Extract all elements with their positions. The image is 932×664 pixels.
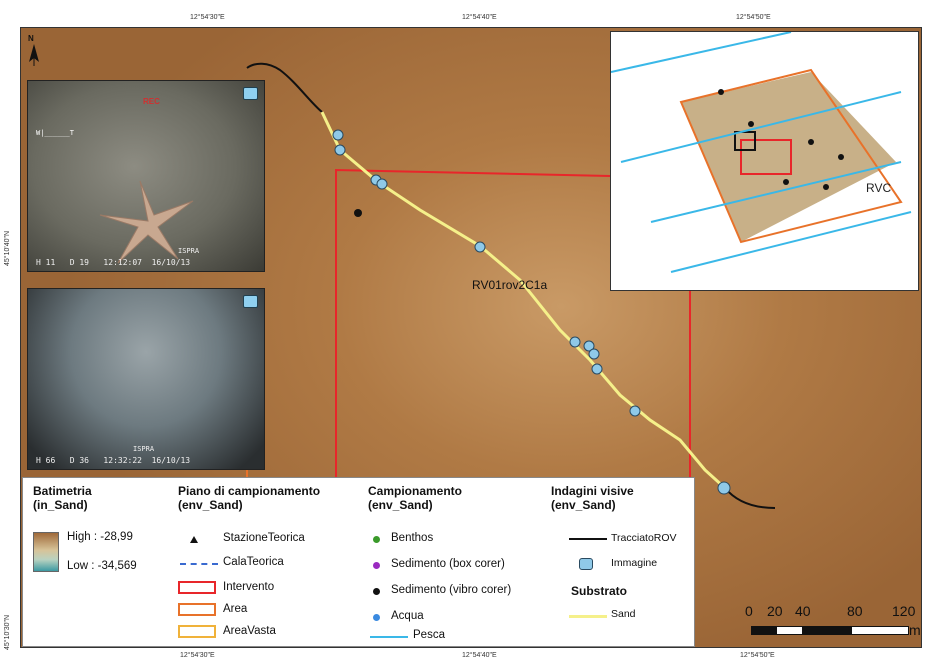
scale-unit: m: [909, 622, 921, 638]
areavasta-swatch: [178, 625, 216, 638]
inset-overview-map[interactable]: [610, 31, 919, 291]
scale-bar: 0 20 40 80 120 m: [745, 603, 921, 643]
scale-label: 40: [795, 603, 811, 619]
legend-piano-item: CalaTeorica: [223, 556, 284, 568]
photo-credit: ISPRA: [133, 445, 155, 453]
acqua-icon: [373, 614, 380, 621]
photo-scalebar: W|______T: [36, 129, 74, 137]
legend-batimetria-title: Batimetria (in_Sand): [33, 484, 92, 512]
scale-label: 120: [892, 603, 916, 619]
legend-indagini-item: Immagine: [611, 557, 658, 569]
north-label: N: [28, 34, 34, 43]
sand-line-icon: [569, 615, 607, 618]
photo-credit: ISPRA: [178, 247, 200, 255]
inset-stations: [718, 89, 844, 190]
sediment-vibro-icon: [373, 588, 380, 595]
legend-camp-item: Benthos: [391, 532, 434, 544]
inset-bathymetry: [681, 72, 896, 242]
legend-camp-title: Campionamento (env_Sand): [368, 484, 463, 512]
inset-pesca-lines: [611, 32, 912, 273]
image-marker[interactable]: [591, 363, 603, 375]
legend-piano-item: AreaVasta: [223, 625, 276, 637]
image-marker[interactable]: [376, 178, 388, 190]
area-swatch: [178, 603, 216, 616]
sediment-vibro-point[interactable]: [354, 209, 362, 217]
photo-stamp: H 11 D 19 12:12:07 16/10/13: [36, 258, 191, 267]
graticule-bottom-2: 12°54'40"E: [462, 652, 497, 659]
image-marker[interactable]: [474, 241, 486, 253]
image-marker[interactable]: [629, 405, 641, 417]
pesca-icon: [370, 636, 408, 638]
legend-indagini-title: Indagini visive (env_Sand): [551, 484, 634, 512]
legend: Batimetria (in_Sand) High : -28,99 Low :…: [22, 477, 695, 647]
underwater-photo-starfish[interactable]: REC W|______T ISPRA H 11 D 19 12:12:07 1…: [27, 80, 265, 272]
starfish-icon: [99, 180, 194, 264]
image-markers: [332, 129, 731, 495]
legend-piano-title: Piano di campionamento (env_Sand): [178, 484, 321, 512]
graticule-bottom-3: 12°54'50"E: [740, 652, 775, 659]
legend-low: Low : -34,569: [67, 560, 137, 572]
north-arrow-icon: [29, 44, 39, 66]
inset-intervento: [740, 139, 792, 175]
photo-stamp: H 66 D 36 12:32:22 16/10/13: [36, 456, 191, 465]
legend-substrato-title: Substrato: [571, 584, 628, 598]
legend-camp-item: Pesca: [413, 629, 445, 641]
image-marker[interactable]: [588, 348, 600, 360]
graticule-bottom-1: 12°54'30"E: [180, 652, 215, 659]
graticule-top-3: 12°54'50"E: [736, 14, 771, 21]
tracciato-rov-icon: [569, 538, 607, 540]
benthos-icon: [373, 536, 380, 543]
graticule-top-1: 12°54'30"E: [190, 14, 225, 21]
camera-icon: [243, 295, 258, 308]
image-marker[interactable]: [583, 340, 595, 352]
inset-area: [679, 68, 903, 244]
underwater-photo-seabed[interactable]: ISPRA H 66 D 36 12:32:22 16/10/13: [27, 288, 265, 470]
bathymetry-ramp: [33, 532, 59, 572]
image-marker[interactable]: [569, 336, 581, 348]
stazione-teorica-icon: [190, 536, 198, 543]
legend-camp-item: Sedimento (box corer): [391, 558, 505, 570]
legend-camp-item: Acqua: [391, 610, 424, 622]
legend-piano-item: Area: [223, 603, 248, 615]
camera-icon: [243, 87, 258, 100]
rec-label: REC: [143, 97, 160, 106]
image-marker[interactable]: [334, 144, 346, 156]
legend-piano-item: StazioneTeorica: [223, 532, 305, 544]
legend-substrato-item: Sand: [611, 608, 636, 620]
scale-label: 80: [847, 603, 863, 619]
image-marker[interactable]: [717, 481, 731, 495]
sediment-box-icon: [373, 562, 380, 569]
scale-label: 20: [767, 603, 783, 619]
rov-track-end: [724, 487, 776, 509]
rov-track-start: [246, 62, 323, 113]
intervento-swatch: [178, 581, 216, 594]
legend-piano-item: Intervento: [223, 581, 275, 593]
image-marker[interactable]: [332, 129, 344, 141]
legend-indagini-item: TracciatoROV: [611, 532, 677, 544]
cala-teorica-icon: [180, 563, 218, 565]
camera-icon: [579, 558, 593, 570]
inset-label: RVC: [866, 181, 892, 195]
graticule-top-2: 12°54'40"E: [462, 14, 497, 21]
scale-label: 0: [745, 603, 753, 619]
legend-camp-item: Sedimento (vibro corer): [391, 584, 512, 596]
inset-overlay: [611, 32, 912, 273]
track-label: RV01rov2C1a: [472, 278, 548, 292]
legend-high: High : -28,99: [67, 531, 133, 543]
scale-bar-segments: [751, 626, 909, 635]
